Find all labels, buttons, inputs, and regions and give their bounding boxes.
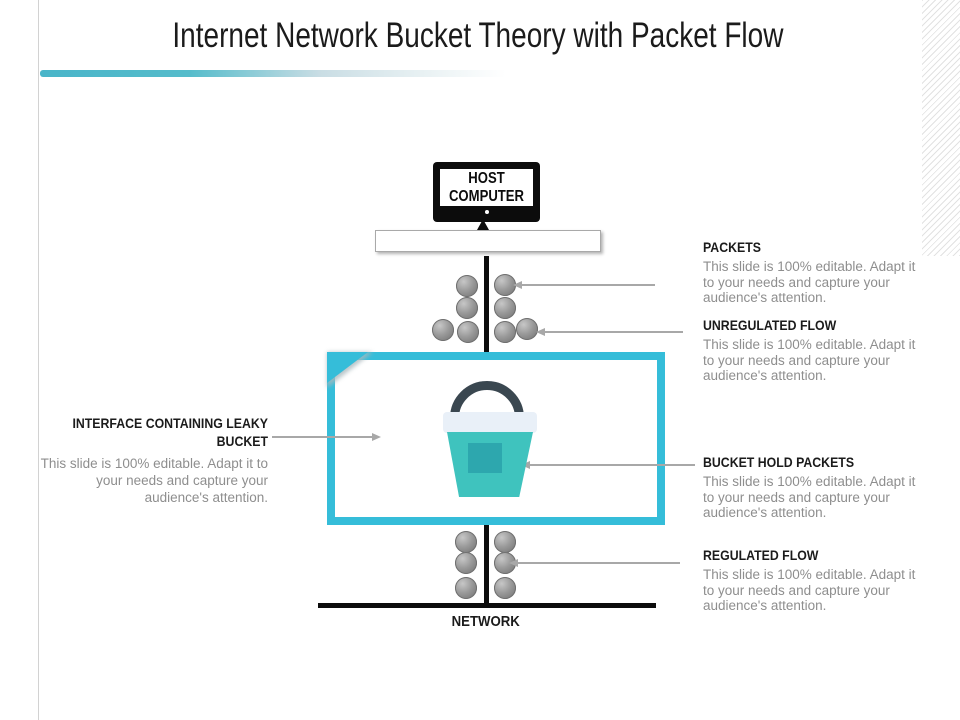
bucket-hold-arrow	[521, 461, 695, 469]
callout-description: This slide is 100% editable. Adapt it to…	[703, 474, 916, 520]
page-title: Internet Network Bucket Theory with Pack…	[171, 16, 784, 55]
callout-description: This slide is 100% editable. Adapt it to…	[40, 456, 268, 505]
packet-dot	[455, 552, 477, 574]
callout-title: UNREGULATED FLOW	[703, 317, 837, 333]
callout-interface-leaky-bucket: INTERFACE CONTAINING LEAKY BUCKET This s…	[40, 414, 268, 506]
packet-dot	[455, 531, 477, 553]
monitor-screen: HOST COMPUTER	[440, 169, 533, 206]
regulated-flow-arrow	[509, 559, 680, 567]
callout-title: PACKETS	[703, 239, 761, 255]
monitor-camera-dot-icon	[485, 210, 489, 214]
callout-title: REGULATED FLOW	[703, 547, 819, 563]
network-label: NETWORK	[451, 613, 521, 630]
network-label-wrap: NETWORK	[416, 613, 556, 631]
interface-bar	[375, 230, 601, 252]
packet-dot	[455, 577, 477, 599]
callout-title: BUCKET HOLD PACKETS	[703, 454, 855, 470]
callout-bucket-hold-packets: BUCKET HOLD PACKETS This slide is 100% e…	[703, 454, 916, 521]
packet-dot	[457, 321, 479, 343]
unregulated-flow-arrow	[536, 328, 683, 336]
page-title-wrap: Internet Network Bucket Theory with Pack…	[40, 16, 915, 56]
bucket-rim-icon	[443, 412, 537, 433]
callout-description: This slide is 100% editable. Adapt it to…	[703, 567, 916, 613]
bucket-label-square-icon	[468, 443, 502, 473]
packet-dot	[494, 297, 516, 319]
packet-dot	[494, 552, 516, 574]
callout-description: This slide is 100% editable. Adapt it to…	[703, 259, 916, 305]
packet-dot	[494, 274, 516, 296]
title-underline-accent	[40, 70, 506, 77]
network-line	[318, 603, 656, 608]
packet-dot	[494, 321, 516, 343]
callout-title: INTERFACE CONTAINING LEAKY BUCKET	[72, 415, 269, 449]
monitor-stand-icon	[477, 221, 489, 230]
interface-arrow	[272, 433, 381, 441]
packet-dot	[494, 577, 516, 599]
packets-arrow	[513, 281, 655, 289]
monitor-label: HOST COMPUTER	[448, 169, 525, 205]
callout-regulated-flow: REGULATED FLOW This slide is 100% editab…	[703, 547, 916, 614]
packet-dot	[494, 531, 516, 553]
packet-dot	[516, 318, 538, 340]
callout-unregulated-flow: UNREGULATED FLOW This slide is 100% edit…	[703, 317, 916, 384]
packet-dot	[456, 297, 478, 319]
callout-description: This slide is 100% editable. Adapt it to…	[703, 337, 916, 383]
callout-packets: PACKETS This slide is 100% editable. Ada…	[703, 239, 916, 306]
right-stripe-texture	[922, 0, 960, 256]
packet-dot	[432, 319, 454, 341]
left-margin-rule	[38, 0, 39, 720]
fold-corner-icon	[327, 352, 368, 383]
packet-dot	[456, 275, 478, 297]
